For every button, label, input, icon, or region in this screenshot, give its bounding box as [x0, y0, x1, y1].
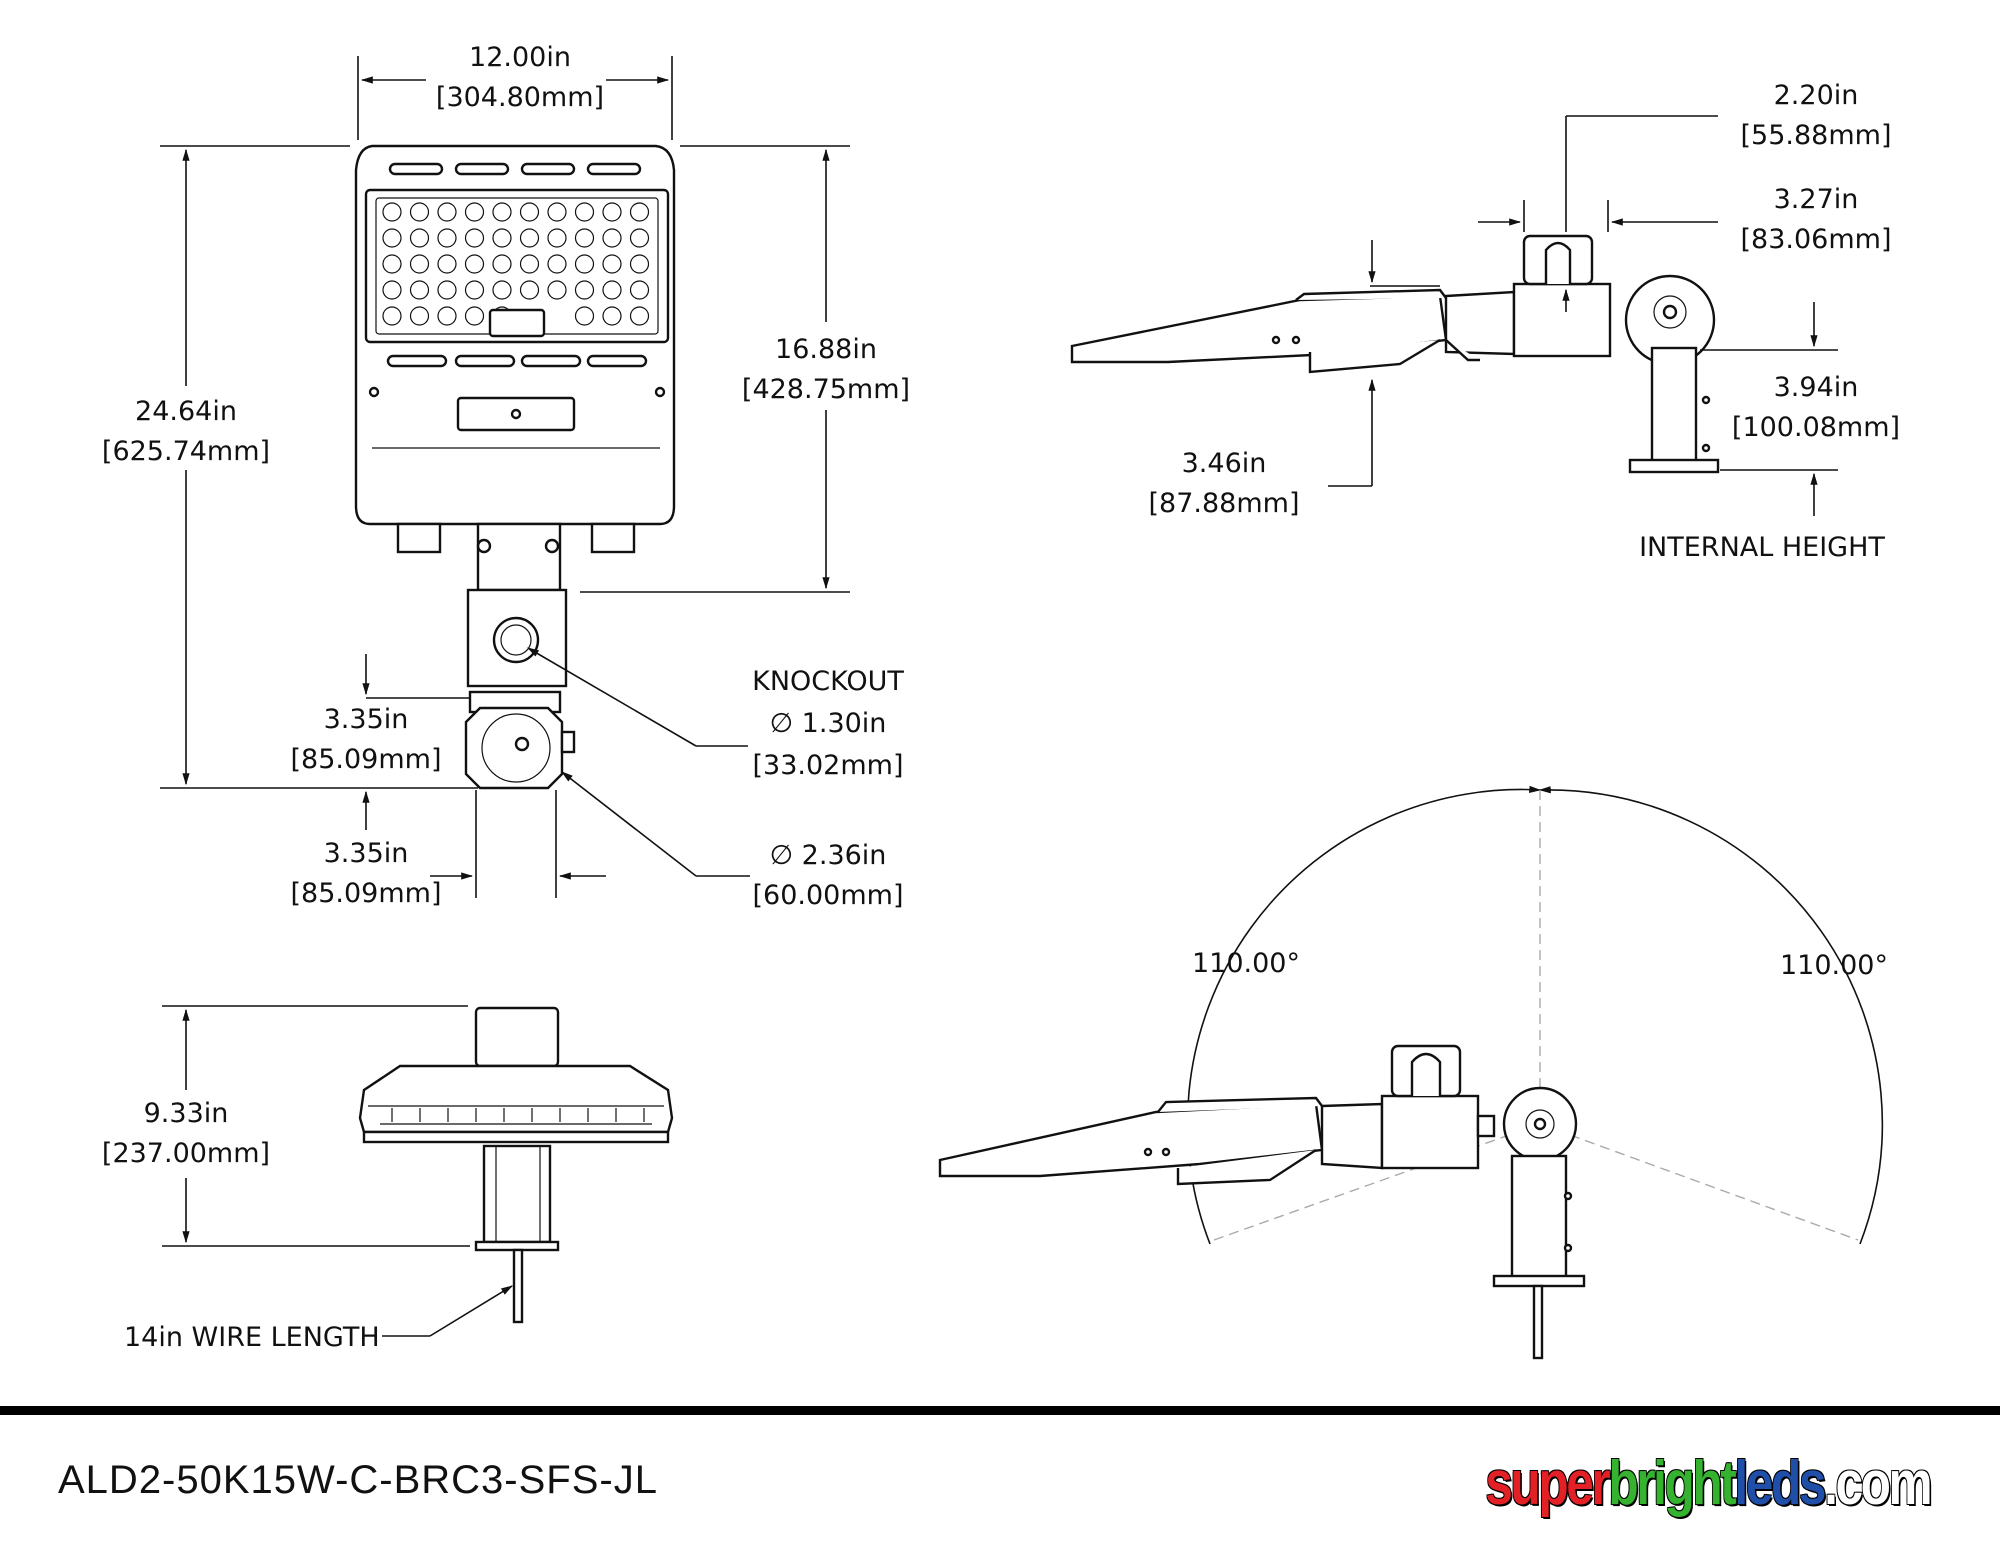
led	[602, 280, 622, 300]
brand-part: bright	[1608, 1449, 1736, 1518]
led	[492, 254, 512, 274]
led	[409, 254, 430, 274]
led	[629, 202, 650, 222]
led	[464, 254, 485, 274]
led	[519, 280, 540, 300]
model-number: ALD2-50K15W-C-BRC3-SFS-JL	[58, 1458, 658, 1502]
led	[382, 202, 402, 222]
head-height-in: 16.88in	[775, 334, 877, 365]
side-thickness-mm: [87.88mm]	[1149, 488, 1300, 519]
led	[464, 280, 485, 300]
led	[629, 280, 650, 300]
brand-part: .com	[1823, 1449, 1933, 1518]
led	[547, 228, 567, 248]
led	[409, 202, 430, 222]
led	[519, 228, 540, 248]
bottom-dimensions: 9.33in [237.00mm] 14in WIRE LENGTH	[102, 1005, 514, 1353]
led	[492, 280, 512, 300]
led	[409, 306, 430, 326]
brand-part: leds	[1734, 1449, 1826, 1518]
led	[574, 228, 595, 248]
led	[437, 254, 457, 274]
led	[382, 254, 402, 274]
knockout-dia-in: ∅ 1.30in	[770, 708, 887, 739]
led	[437, 306, 457, 326]
led	[519, 254, 540, 274]
led	[547, 280, 567, 300]
led	[574, 306, 595, 326]
overall-height-mm: [625.74mm]	[102, 436, 270, 467]
bottom-height-mm: [237.00mm]	[102, 1138, 270, 1169]
mount-upper-in: 3.35in	[324, 704, 409, 735]
width-in: 12.00in	[469, 42, 571, 73]
front-view	[354, 144, 676, 790]
internal-in: 3.94in	[1774, 372, 1859, 403]
rotation-dimensions: 110.00° 110.00°	[1192, 948, 1888, 981]
internal-label: INTERNAL HEIGHT	[1639, 532, 1885, 563]
mount-width-in: 3.35in	[324, 838, 409, 869]
mount-width-mm: [85.09mm]	[291, 878, 442, 909]
wire-label: 14in WIRE LENGTH	[124, 1322, 380, 1353]
hub-dia-mm: [60.00mm]	[753, 880, 904, 911]
front-dimensions: 12.00in [304.80mm] 24.64in [625.74mm] 16…	[102, 42, 910, 911]
led	[602, 306, 622, 326]
led	[409, 280, 430, 300]
brand-part: super	[1485, 1449, 1610, 1518]
mount-upper-mm: [85.09mm]	[291, 744, 442, 775]
led	[409, 228, 430, 248]
hub-dia-in: ∅ 2.36in	[770, 840, 887, 871]
side-box-mm: [83.06mm]	[1741, 224, 1892, 255]
footer-rule	[0, 1406, 2000, 1415]
led	[574, 254, 595, 274]
led	[464, 228, 485, 248]
head-height-mm: [428.75mm]	[742, 374, 910, 405]
bottom-view	[358, 1006, 674, 1324]
side-thickness-in: 3.46in	[1182, 448, 1267, 479]
led	[492, 202, 512, 222]
bottom-height-in: 9.33in	[144, 1098, 229, 1129]
angle-right: 110.00°	[1780, 950, 1888, 981]
led	[382, 228, 402, 248]
overall-height-in: 24.64in	[135, 396, 237, 427]
led	[437, 280, 457, 300]
width-mm: [304.80mm]	[436, 82, 604, 113]
side-top-mm: [55.88mm]	[1741, 120, 1892, 151]
bottom-fins	[391, 1108, 645, 1122]
led	[464, 202, 485, 222]
rotation-view	[938, 785, 1884, 1360]
led	[382, 280, 402, 300]
led	[437, 202, 457, 222]
led	[437, 228, 457, 248]
led	[492, 228, 512, 248]
internal-mm: [100.08mm]	[1732, 412, 1900, 443]
knockout-dia-mm: [33.02mm]	[753, 750, 904, 781]
side-box-in: 3.27in	[1774, 184, 1859, 215]
side-top-in: 2.20in	[1774, 80, 1859, 111]
led	[629, 254, 650, 274]
led	[574, 280, 595, 300]
led	[519, 202, 540, 222]
brand-logo: superbrightleds.com	[1485, 1448, 1933, 1519]
side-dimensions: 2.20in [55.88mm] 3.27in [83.06mm] 3.46in…	[1149, 80, 1901, 563]
led	[602, 254, 622, 274]
led	[574, 202, 595, 222]
led	[547, 254, 567, 274]
led	[547, 202, 567, 222]
led-array	[382, 202, 650, 326]
led	[629, 306, 650, 326]
knockout-label: KNOCKOUT	[752, 666, 904, 697]
led	[629, 228, 650, 248]
side-view	[1070, 234, 1720, 474]
led	[382, 306, 402, 326]
angle-left: 110.00°	[1192, 948, 1300, 979]
led	[464, 306, 485, 326]
led	[602, 228, 622, 248]
led	[602, 202, 622, 222]
